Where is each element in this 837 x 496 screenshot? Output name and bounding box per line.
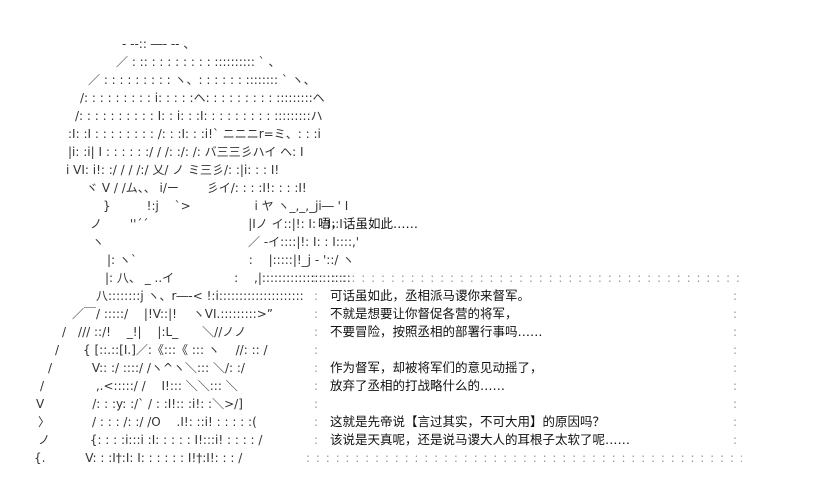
aside-text: 唔，话虽如此…… [318, 216, 419, 231]
art-line: {. V: : :I†:I: I: : : : : : I!†:I!: : : … [34, 451, 243, 465]
dialog-line: 作为督军，却被将军们的意见动摇了， [330, 360, 543, 375]
dialog-line: 不要冒险，按照丞相的部署行事吗…… [330, 324, 543, 339]
art-line: / /// ::/! _!| |:L_ ＼//ノノ [62, 325, 247, 339]
dialog-border-left: : [314, 361, 319, 375]
art-line: |: ヽ` : |:::::|!_j ‐ '::/ ヽ [107, 253, 355, 267]
art-line: |: 八、 _ ..イ : ,|:::::::::::::::::::::: [105, 271, 351, 285]
dialog-border-left: : [314, 307, 319, 321]
dialog-border-right: : [733, 289, 738, 303]
dialog-line: 该说是天真呢，还是说马谡大人的耳根子太软了呢…… [330, 432, 631, 447]
art-line: / V:: :/ ::::/ /ヽ^ヽ＼::: ＼/: :/ [48, 361, 245, 375]
art-line: 八::::::::j ヽ、r―‐< !:i:::::::::::::::::::… [96, 289, 304, 303]
art-line: } !:j `> i ヤ ヽ_,_,_ji― ' I [103, 199, 349, 213]
art-line: ‐ -‐:: ―‐ -‐ 、 [122, 37, 196, 51]
art-line: |i: :i| I : : : : : :/ / /: :/: /: バ三三彡ハ… [68, 145, 304, 159]
dialog-border-right: : [733, 343, 738, 357]
dialog-border-left: : [314, 415, 319, 429]
art-line: ヽ ／ ‐イ::::|!: I: : I::::,' [92, 235, 360, 249]
dialog-border-top: : : : : : : : : : : : : : : : : : : : : … [312, 271, 741, 285]
art-line: /: : : : : : : : : : I: : i: : :I: : : :… [75, 109, 323, 123]
art-line: ／ : : : : : : : : : ヽ、: : : : : : ::::::… [88, 73, 316, 87]
art-line: V /: : :y: :/` / : :I!:: :i!: :＼>/] [36, 397, 243, 411]
art-line: ／￣/ :::::/ |!V::|! ヽVI.:::::::::>” [72, 307, 273, 321]
art-line: / ,.<:::::/ / I!::: ＼＼::: ＼ [40, 379, 238, 393]
dialog-border-left: : [314, 379, 319, 393]
art-line: ノ {: : : :i:::i :I: : : : : I!:::i! : : … [38, 433, 263, 447]
dialog-border-left: : [314, 397, 319, 411]
art-line: /: : : : : : : : : i: : : : :ヘ: : : : : … [80, 91, 325, 105]
art-line: ノ ''´´ |Iノ イ::|!: I: : I::I [90, 217, 343, 231]
art-line: ／ : :: : : : : : : : : :::::::::: ` 、 [116, 55, 281, 69]
art-line: / { [::.::[I.]／:《:::《 ::: ヽ //: :: / [55, 343, 268, 357]
dialog-line: 可话虽如此，丞相派马谡你来督军。 [330, 288, 531, 303]
dialog-border-left: : [314, 289, 319, 303]
dialog-border-left: : [314, 343, 319, 357]
dialog-border-right: : [733, 415, 738, 429]
dialog-line: 这就是先帝说【言过其实，不可大用】的原因吗？ [330, 414, 606, 429]
art-line: ヾ V / /ム、、 i/ー 彡イ/: : : :I!: : : :I! [86, 181, 307, 195]
art-line: i VI: i!: :/ / / /:/ 乂/ ノ ミ三彡/: :|i: : :… [66, 163, 280, 177]
art-line: :I: :I : : : : : : : : /: : :I: : :i!` ニ… [68, 127, 321, 141]
dialog-line: 放弃了丞相的打战略什么的…… [330, 378, 506, 393]
dialog-border-left: : [314, 433, 319, 447]
dialog-border-left: : [314, 325, 319, 339]
dialog-border-right: : [733, 325, 738, 339]
dialog-border-right: : [733, 397, 738, 411]
dialog-border-right: : [733, 379, 738, 393]
dialog-border-bottom: : : : : : : : : : : : : : : : : : : : : … [306, 451, 742, 465]
dialog-line: 不就是想要让你督促各营的将军， [330, 306, 518, 321]
dialog-border-right: : [733, 361, 738, 375]
dialog-border-right: : [733, 433, 738, 447]
dialog-border-right: : [733, 307, 738, 321]
art-line: 〉 / : : : /: :/ /O .I!: ::i! : : : : :( [38, 415, 257, 429]
